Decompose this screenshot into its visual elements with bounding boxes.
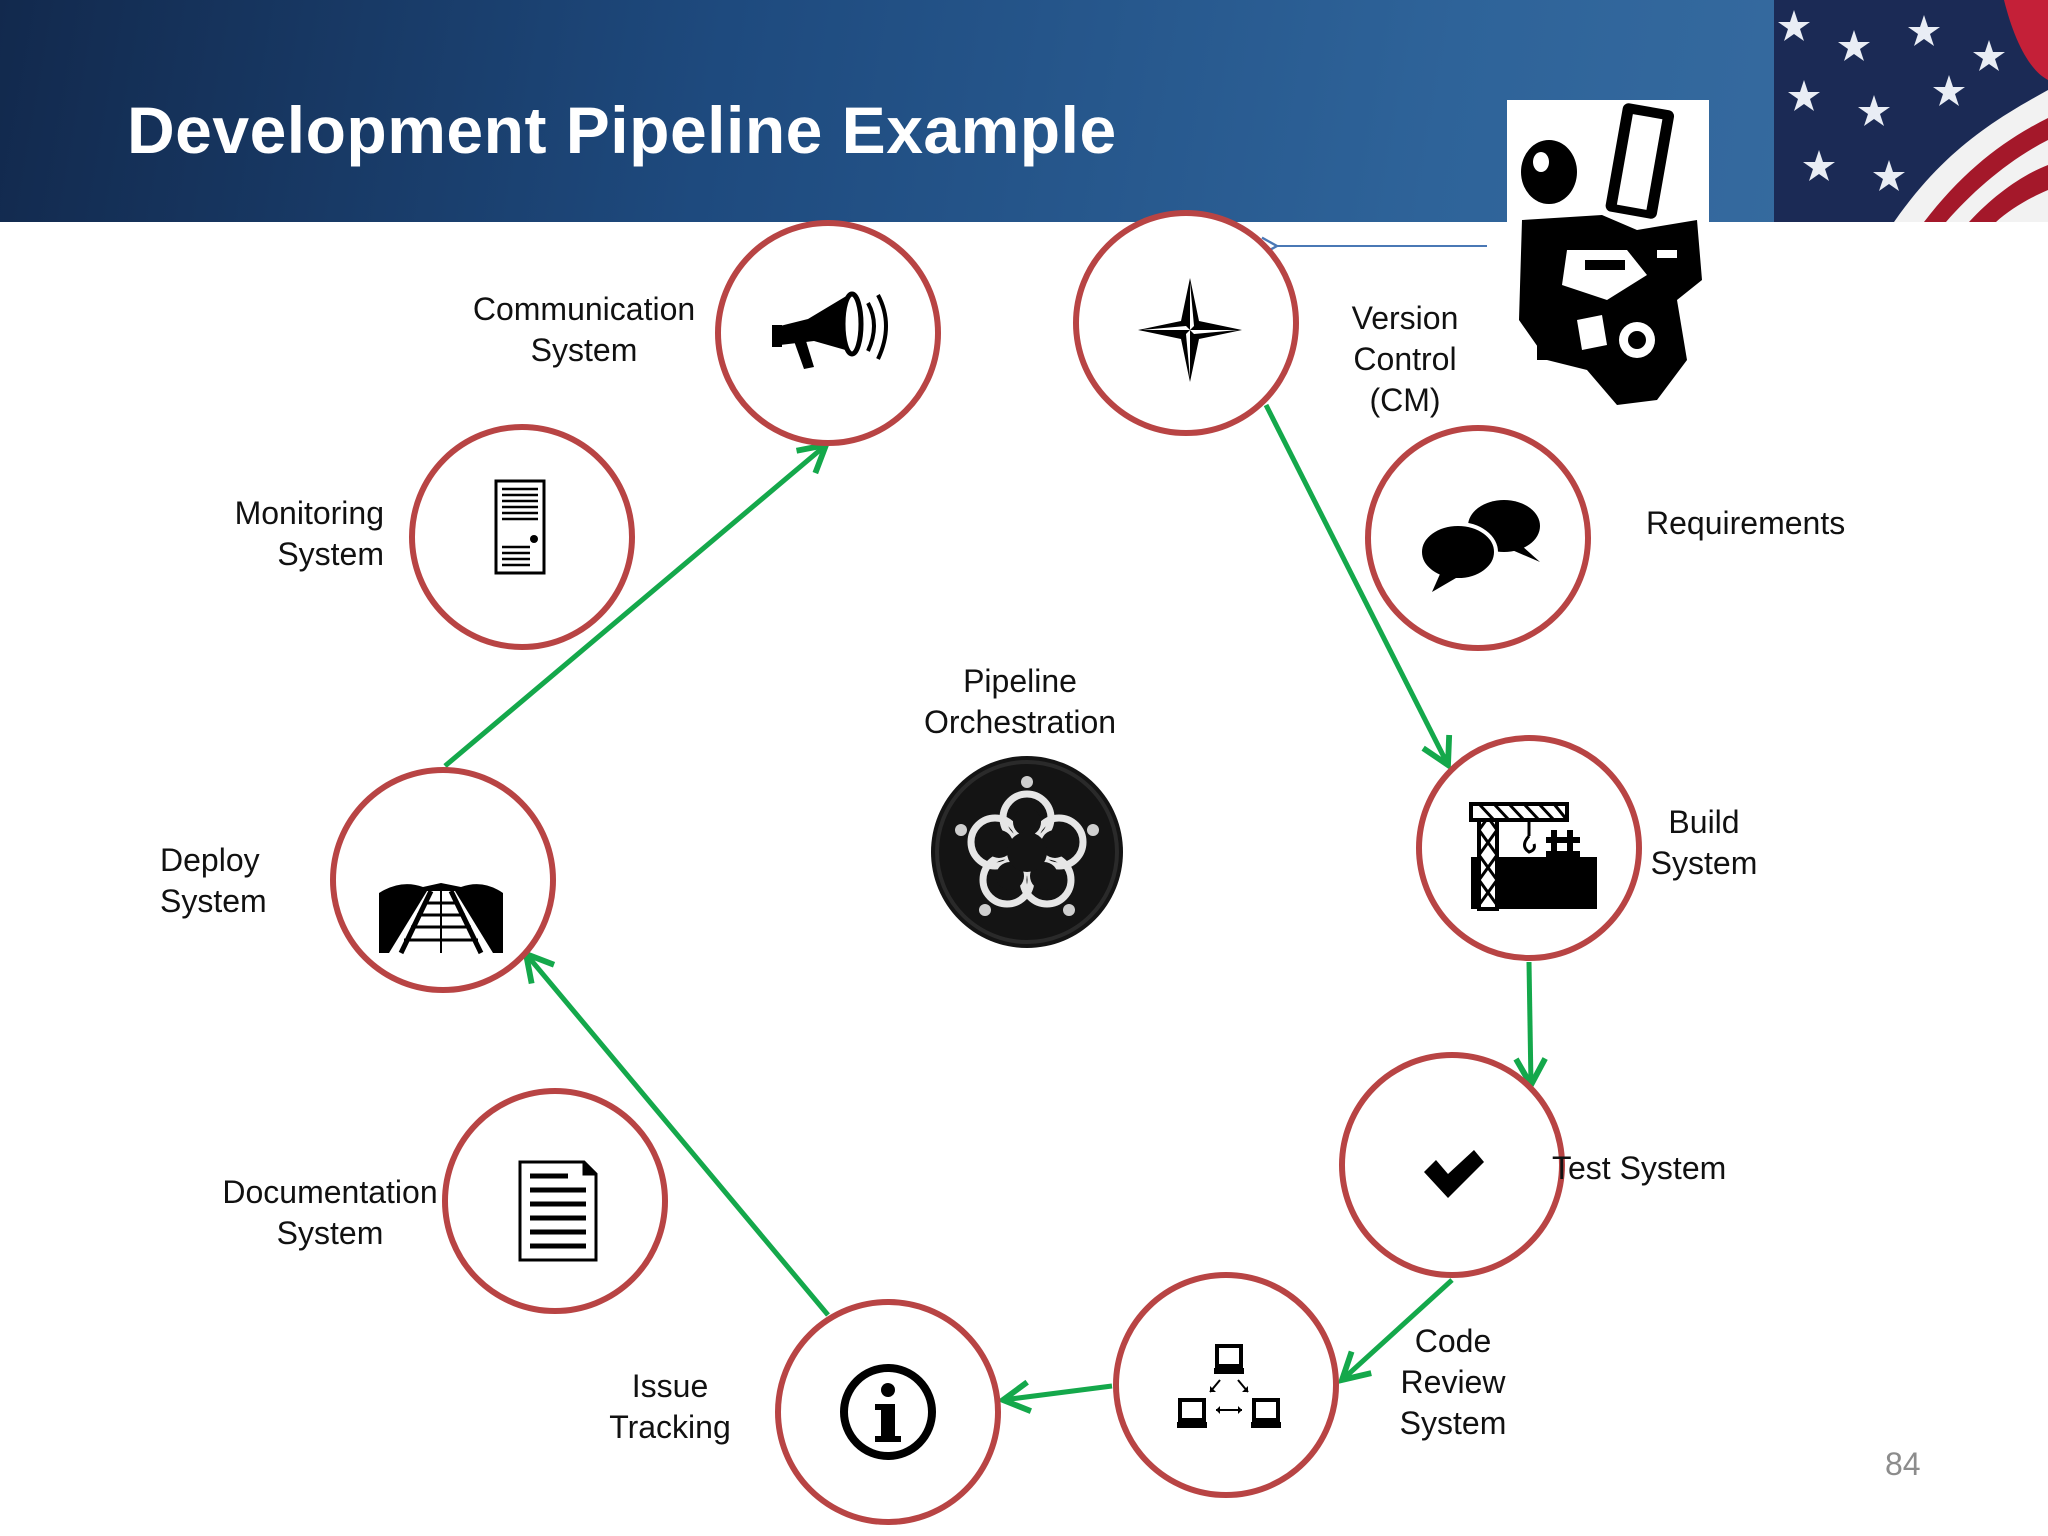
version-control-label: Version Control (CM) — [1351, 300, 1459, 418]
server-tower-icon — [494, 479, 546, 575]
build-label: Build System — [1650, 804, 1758, 881]
document-icon — [518, 1160, 598, 1262]
arrow-build-to-test — [1529, 961, 1531, 1085]
documentation-label: Documentation System — [222, 1174, 438, 1251]
requirements-label: Requirements — [1646, 505, 1846, 541]
checkmark-icon — [1424, 1150, 1484, 1198]
communication-label: Communication System — [472, 291, 696, 368]
robot-mascot-image — [1507, 100, 1709, 410]
node-code-review — [1113, 1272, 1339, 1498]
page-number: 84 — [1885, 1446, 1921, 1482]
node-deploy — [330, 767, 556, 993]
page-title: Development Pipeline Example — [127, 93, 1117, 167]
monitoring-label: Monitoring System — [234, 495, 384, 572]
network-computers-icon — [1177, 1344, 1281, 1428]
arrow-test-to-code-review — [1342, 1278, 1454, 1380]
test-label: Test System — [1552, 1150, 1727, 1186]
speech-bubbles-icon — [1418, 500, 1540, 592]
arrow-issue-to-deploy — [526, 954, 830, 1317]
megaphone-icon — [772, 291, 888, 369]
code-review-label: Code Review System — [1399, 1323, 1507, 1441]
node-build — [1416, 735, 1642, 961]
issue-tracking-label: Issue Tracking — [609, 1368, 731, 1445]
arrow-version-to-build — [1263, 403, 1448, 765]
arrow-code-review-to-issue — [1003, 1386, 1113, 1400]
flow-arrows — [443, 403, 1531, 1400]
pipeline-orchestration-icon — [931, 756, 1123, 948]
railroad-track-icon — [379, 883, 503, 955]
american-flag-image — [1774, 0, 2048, 222]
construction-crane-icon — [1469, 802, 1597, 911]
info-icon — [840, 1364, 936, 1460]
deploy-label: Deploy System — [160, 842, 267, 919]
compass-star-icon — [1138, 278, 1242, 382]
arrow-deploy-to-communication — [443, 445, 826, 768]
pipeline-orchestration-label: Pipeline Orchestration — [923, 663, 1117, 740]
node-test — [1339, 1052, 1565, 1278]
